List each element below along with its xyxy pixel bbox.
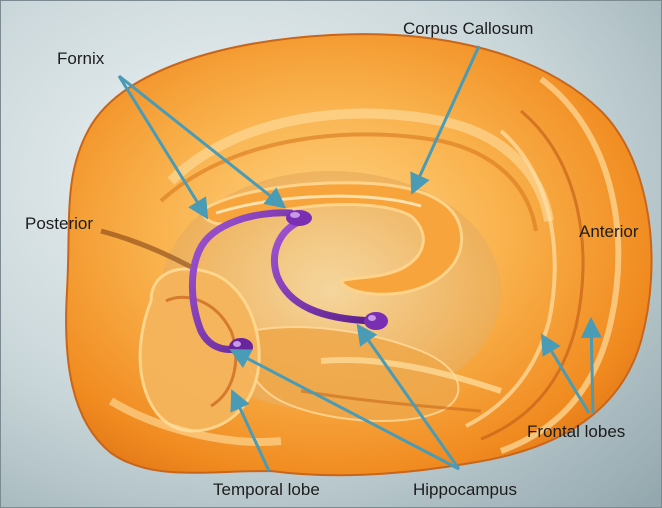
label-frontal-lobes: Frontal lobes [527,423,625,440]
hippocampus-bulb-right [364,312,388,330]
fornix-bulb-top [286,210,312,226]
fornix-bulb-top-highlight [290,212,300,218]
hippocampus-bulb-right-highlight [368,315,376,321]
hippocampus-bulb-left [229,338,253,356]
label-anterior: Anterior [579,223,639,240]
label-fornix: Fornix [57,50,104,67]
hippocampus-bulb-left-highlight [233,341,241,347]
label-posterior: Posterior [25,215,93,232]
label-temporal-lobe: Temporal lobe [213,481,320,498]
label-hippocampus: Hippocampus [413,481,517,498]
label-corpus-callosum: Corpus Callosum [403,20,533,37]
frontal-lobes-pointer-2 [591,321,593,413]
